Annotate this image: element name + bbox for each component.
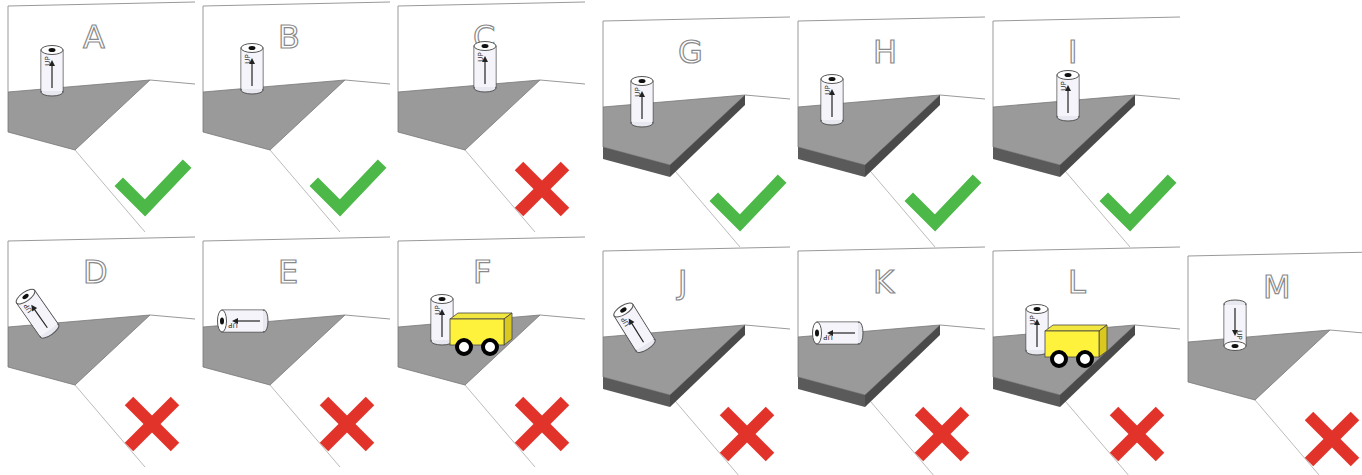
scenario-panel: DUP [5, 235, 195, 465]
room-corner [990, 15, 1180, 245]
cylinder: UP [820, 73, 844, 125]
up-label: UP [1060, 81, 1068, 90]
scenario-panel: M UP [1185, 250, 1362, 475]
cylinder-body [240, 42, 264, 94]
scenario-panel: G UP [600, 15, 790, 245]
scenario-panel: B UP [200, 0, 390, 230]
panel-letter: B [278, 18, 300, 56]
scenario-panel: I UP [990, 15, 1180, 245]
check-mark [990, 15, 1180, 245]
panel-letter: M [1263, 268, 1291, 306]
cylinder-body [630, 75, 654, 127]
up-label: UP [824, 85, 832, 94]
scenario-panel: A UP [5, 0, 195, 230]
check-mark [200, 0, 390, 230]
up-label: UP [634, 87, 642, 96]
yellow-cart [450, 313, 512, 357]
panel-letter: A [83, 18, 105, 56]
cylinder-body [820, 73, 844, 125]
panel-letter: F [473, 253, 491, 291]
up-label: UP [228, 321, 237, 329]
up-label: UP [1029, 315, 1037, 324]
yellow-cart [1045, 325, 1107, 369]
cylinder-body [40, 44, 64, 96]
panel-letter: E [278, 253, 298, 291]
cylinder: UP [216, 309, 268, 333]
cylinder: UP [40, 44, 64, 96]
cross-mark [795, 245, 985, 475]
cross-mark [5, 235, 195, 465]
up-label: UP [823, 333, 832, 341]
scenario-panel: K UP [795, 245, 985, 475]
cylinder: UP [1223, 300, 1247, 352]
scenario-panel: E UP [200, 235, 390, 465]
scenario-panel: H UP [795, 15, 985, 245]
cross-mark [200, 235, 390, 465]
panel-letter: H [873, 33, 897, 71]
cart-body [450, 313, 512, 357]
up-label: UP [434, 305, 442, 314]
cylinder: UP [811, 321, 863, 345]
cylinder-body [811, 321, 863, 345]
up-label: UP [1235, 330, 1243, 339]
cross-mark [1185, 250, 1362, 475]
cross-mark [395, 0, 585, 230]
cross-mark [990, 245, 1180, 475]
panel-letter: D [83, 253, 108, 291]
up-label: UP [244, 54, 252, 63]
scenario-panel: JUP [600, 245, 790, 475]
panel-letter: K [873, 263, 894, 301]
scenario-panel: L UP [990, 245, 1180, 475]
cylinder: UP [1056, 69, 1080, 121]
cross-mark [395, 235, 585, 465]
cylinder-body [1223, 300, 1247, 352]
scenario-panel: F UP [395, 235, 585, 465]
cylinder: UP [240, 42, 264, 94]
check-mark [5, 0, 195, 230]
cylinder-body [473, 40, 497, 92]
cylinder: UP [473, 40, 497, 92]
panel-letter: I [1068, 33, 1077, 71]
up-label: UP [477, 52, 485, 61]
cross-mark [600, 245, 790, 475]
cylinder: UP [630, 75, 654, 127]
cart-body [1045, 325, 1107, 369]
cylinder-body [216, 309, 268, 333]
up-label: UP [44, 56, 52, 65]
panel-letter: G [678, 33, 703, 71]
check-mark [795, 15, 985, 245]
check-mark [600, 15, 790, 245]
panel-letter: J [678, 263, 687, 301]
cylinder-body [1056, 69, 1080, 121]
scenario-panel: CUP [395, 0, 585, 230]
panel-letter: L [1068, 263, 1086, 301]
